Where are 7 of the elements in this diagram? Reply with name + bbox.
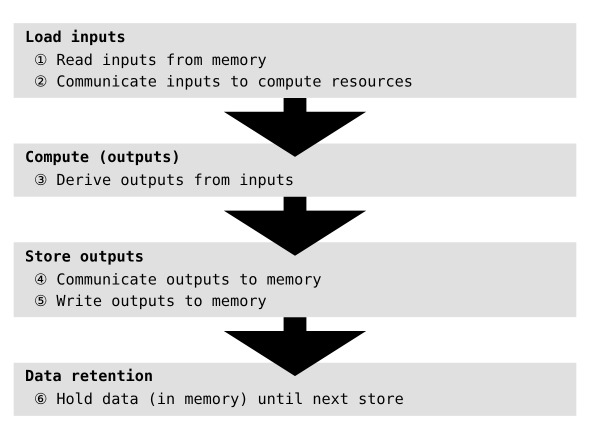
arrow bbox=[224, 317, 366, 376]
arrow bbox=[224, 196, 366, 256]
arrow bbox=[224, 98, 366, 157]
node-box: Load inputs ① Read inputs from memory ② Communicate inputs to compute resources bbox=[14, 23, 576, 98]
node-box: Data retention ⑥ Hold data (in memory) until next store bbox=[14, 362, 576, 416]
node-box: Store outputs ④ Communicate outputs to memory ⑤ Write outputs to memory bbox=[14, 242, 576, 318]
node-box: Compute (outputs) ③ Derive outputs from inputs bbox=[14, 143, 576, 197]
